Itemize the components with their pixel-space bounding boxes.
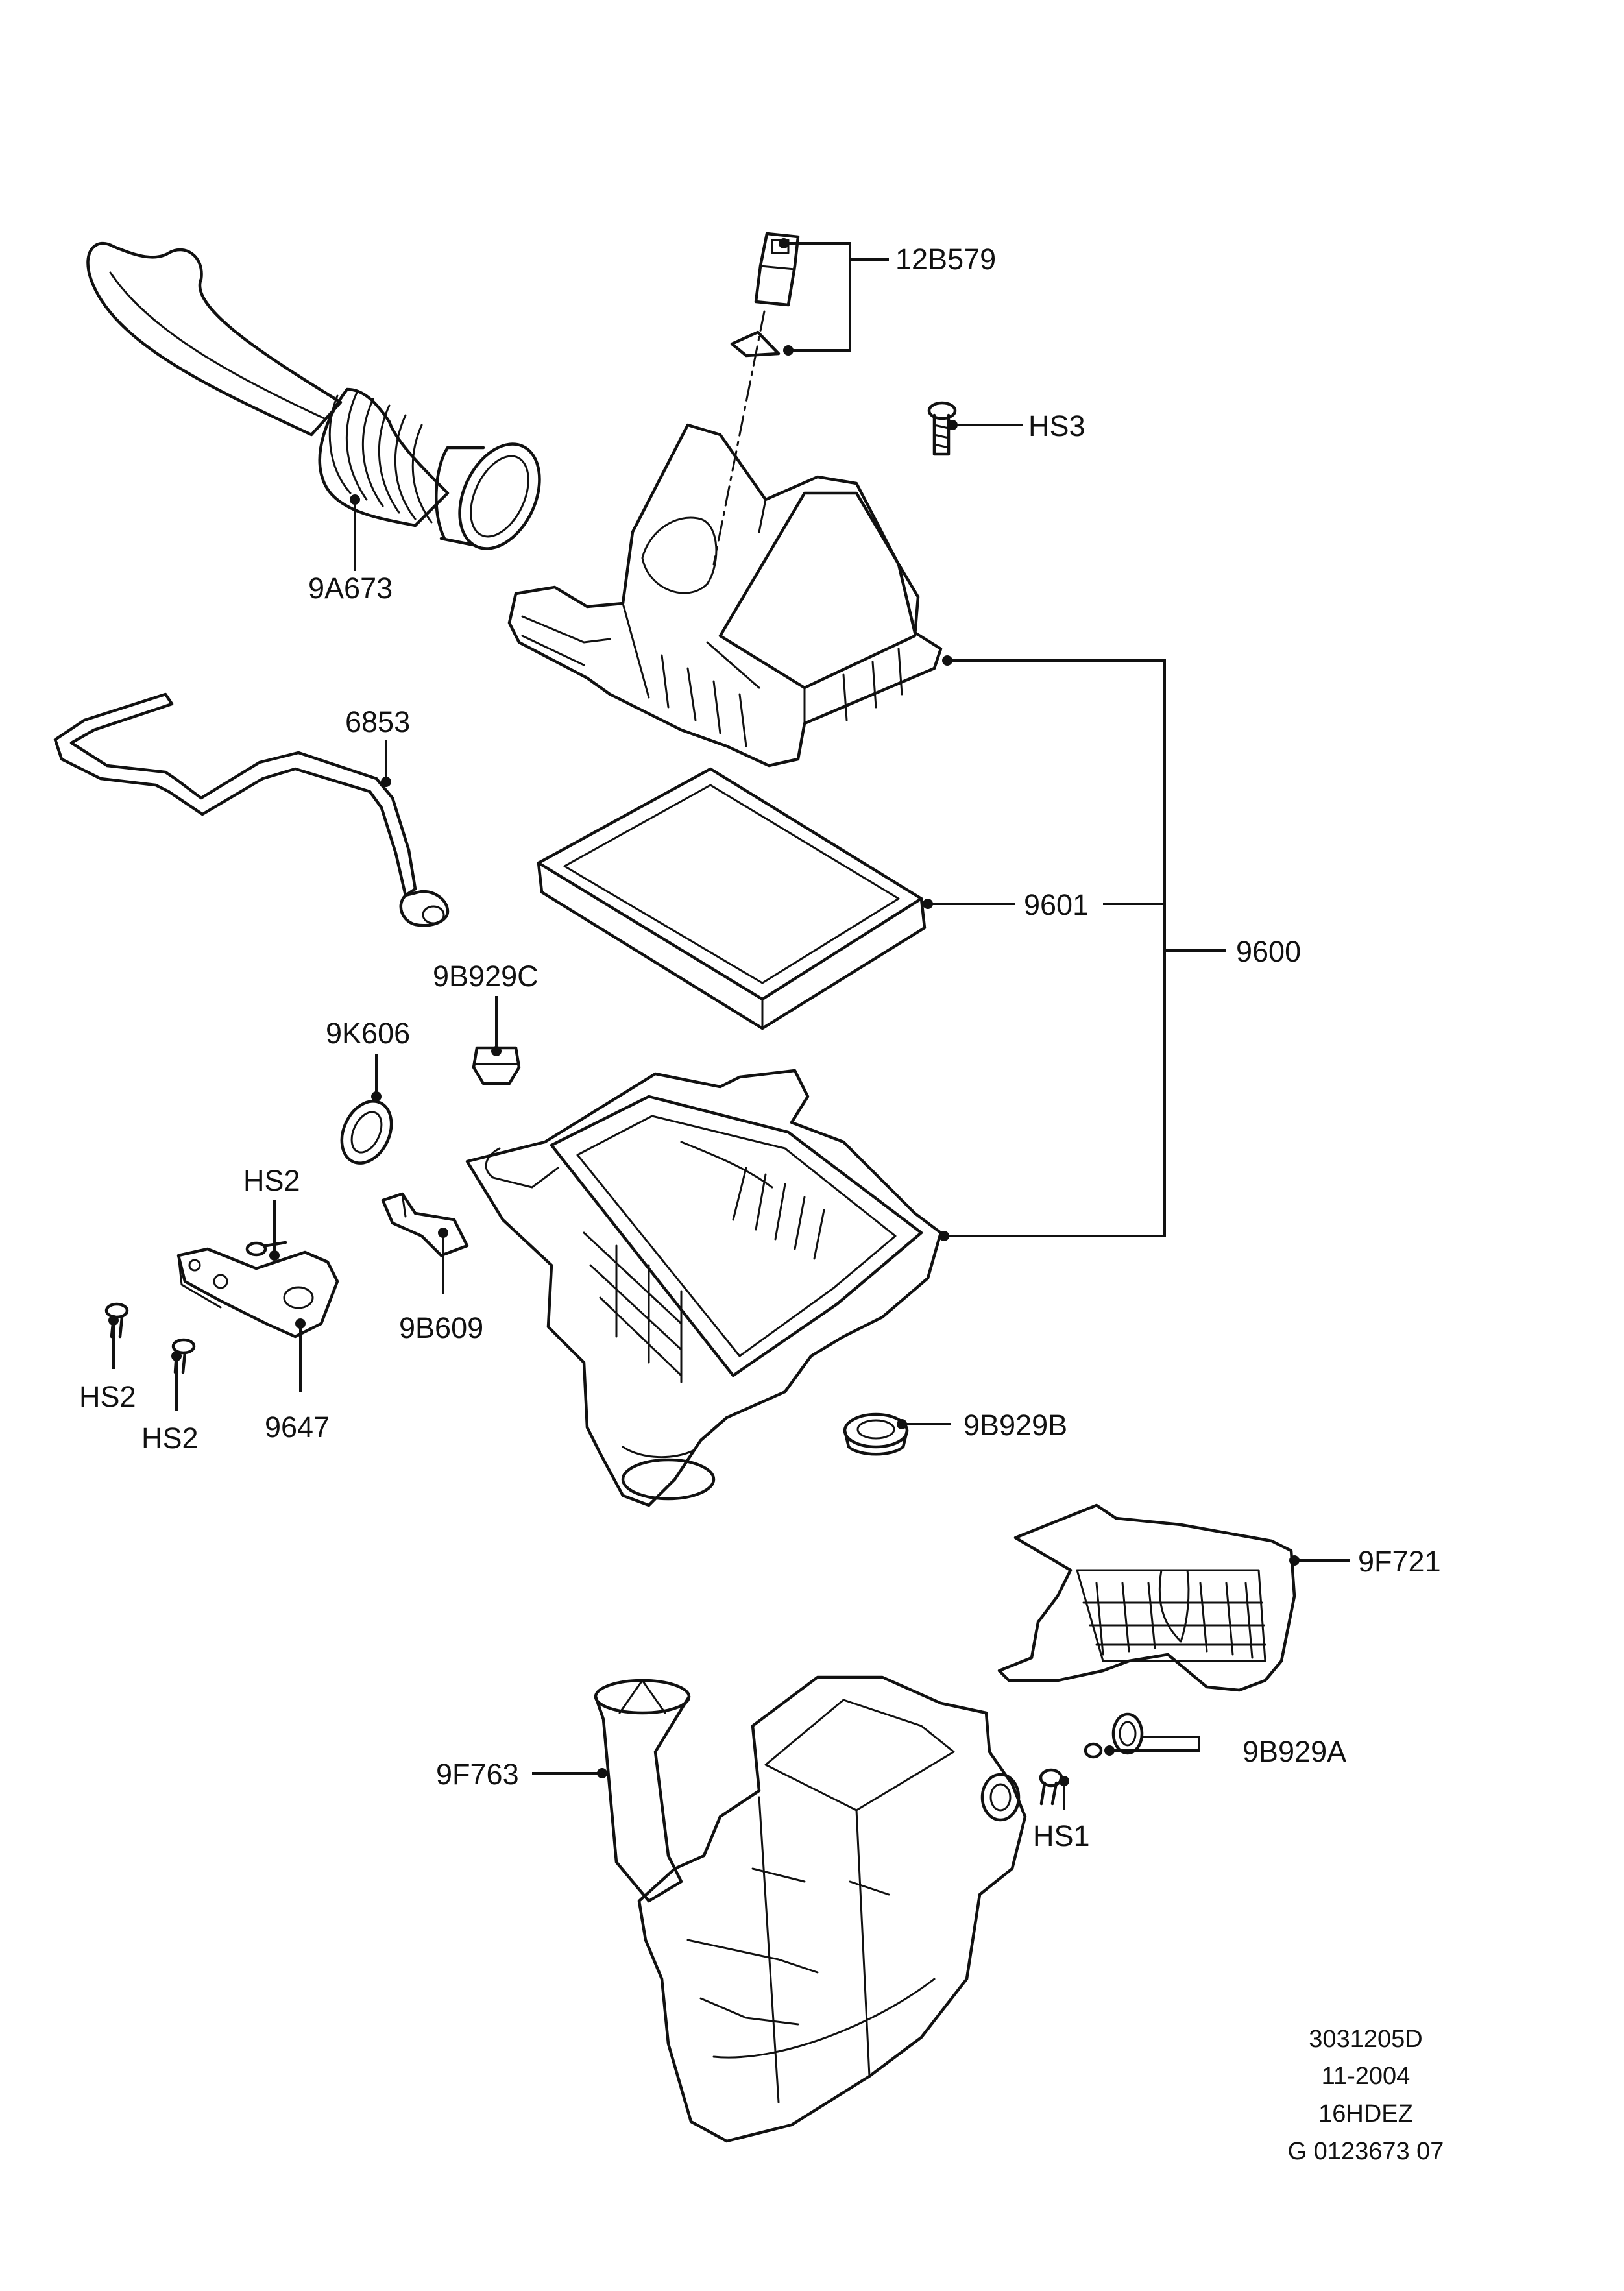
label-6853: 6853 bbox=[345, 705, 410, 738]
label-9B929A: 9B929A bbox=[1242, 1735, 1346, 1768]
resonator-9F763 bbox=[594, 1675, 1027, 2143]
label-9601: 9601 bbox=[1024, 888, 1089, 921]
air-cleaner-lower-housing bbox=[465, 1069, 943, 1507]
leader-lines bbox=[112, 242, 1350, 1810]
mass-air-flow-sensor-12B579 bbox=[712, 232, 800, 566]
bolt-HS3 bbox=[927, 401, 957, 456]
bolt-HS1 bbox=[1039, 1768, 1063, 1806]
bolt-HS2-a bbox=[245, 1241, 287, 1257]
label-HS2-top: HS2 bbox=[243, 1164, 300, 1197]
grommet-9B929C bbox=[472, 1046, 521, 1085]
info-drawing-number: 3031205D bbox=[1309, 2026, 1422, 2053]
bracket-9647 bbox=[176, 1247, 339, 1339]
label-9K606: 9K606 bbox=[326, 1017, 410, 1050]
grommet-9B929B bbox=[843, 1412, 909, 1456]
air-cleaner-upper-housing bbox=[507, 423, 943, 768]
label-9B609: 9B609 bbox=[399, 1311, 483, 1344]
label-9B929C: 9B929C bbox=[433, 960, 539, 993]
label-9F721: 9F721 bbox=[1358, 1545, 1441, 1578]
callout-labels: 12B579 HS3 9A673 6853 9601 9600 9B929C 9… bbox=[79, 243, 1441, 1852]
label-HS2-left: HS2 bbox=[79, 1380, 136, 1413]
leader-dots bbox=[108, 238, 1300, 1786]
label-HS3: HS3 bbox=[1028, 409, 1085, 442]
intake-hose-9A673 bbox=[86, 241, 541, 550]
label-HS2-bottom: HS2 bbox=[141, 1422, 199, 1455]
breather-hose-6853 bbox=[53, 692, 450, 927]
info-model-code: 16HDEZ bbox=[1318, 2100, 1413, 2127]
label-HS1: HS1 bbox=[1033, 1819, 1090, 1852]
label-9600: 9600 bbox=[1236, 935, 1301, 968]
info-reference: G 0123673 07 bbox=[1288, 2138, 1444, 2165]
label-12B579: 12B579 bbox=[895, 243, 996, 276]
air-filter-element-9601 bbox=[537, 767, 927, 1030]
drawing-info-block: 3031205D 11-2004 16HDEZ G 0123673 07 bbox=[1288, 2026, 1444, 2165]
label-9F763: 9F763 bbox=[436, 1758, 519, 1791]
label-9B929B: 9B929B bbox=[963, 1409, 1067, 1442]
clip-9B609 bbox=[381, 1192, 469, 1257]
seal-ring-9K606 bbox=[340, 1100, 393, 1165]
label-9A673: 9A673 bbox=[308, 572, 393, 605]
grommet-9B929A bbox=[1084, 1712, 1144, 1759]
air-duct-9F721 bbox=[997, 1503, 1296, 1692]
info-date: 11-2004 bbox=[1322, 2063, 1411, 2090]
label-9647: 9647 bbox=[265, 1411, 330, 1444]
